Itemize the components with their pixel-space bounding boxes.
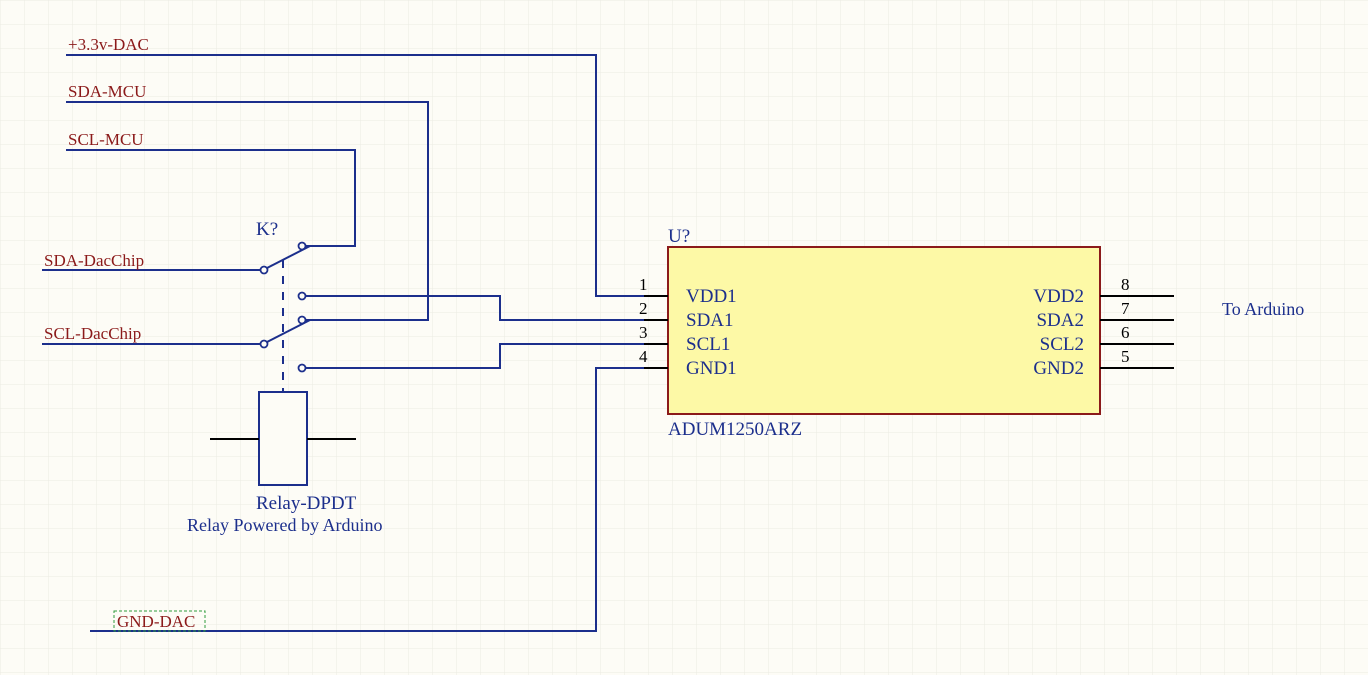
net-label-scl-dacchip[interactable]: SCL-DacChip [44, 324, 141, 343]
net-label-scl-mcu[interactable]: SCL-MCU [68, 130, 144, 149]
wire-vdac[interactable] [66, 54, 644, 297]
isolator-pin-8-number: 8 [1121, 275, 1130, 294]
isolator-pin-7-number: 7 [1121, 299, 1130, 318]
wire-sda-mcu[interactable] [66, 101, 429, 321]
relay-component[interactable]: K? Relay-DPDT Relay Powered by Arduino [187, 219, 382, 535]
relay-name[interactable]: Relay-DPDT [256, 493, 357, 514]
isolator-body[interactable] [667, 246, 1101, 415]
relay-note[interactable]: Relay Powered by Arduino [187, 515, 382, 535]
net-label-sda-mcu[interactable]: SDA-MCU [68, 82, 146, 101]
relay-coil [258, 391, 308, 486]
isolator-pin-7-name: SDA2 [1036, 310, 1084, 331]
wire-relay-scl1[interactable] [304, 343, 644, 369]
isolator-pin-5-number: 5 [1121, 347, 1130, 366]
relay-switch-arm-2 [266, 319, 311, 343]
isolator-pin-3-name: SCL1 [686, 334, 730, 355]
relay-contact-com2 [259, 339, 269, 349]
wires [42, 54, 644, 632]
net-label-sda-dacchip[interactable]: SDA-DacChip [44, 251, 144, 270]
relay-contact-nc2 [297, 363, 307, 373]
wire-scl-mcu[interactable] [66, 149, 356, 247]
wire-relay-sda1[interactable] [304, 295, 644, 321]
isolator-designator[interactable]: U? [668, 226, 690, 247]
net-label-vdac[interactable]: +3.3v-DAC [68, 35, 149, 54]
relay-switch-arm-1 [266, 245, 311, 269]
isolator-pin-6-number: 6 [1121, 323, 1130, 342]
isolator-pin-8-name: VDD2 [1033, 286, 1084, 307]
net-label-gnd-dac[interactable]: GND-DAC [117, 612, 195, 631]
relay-designator[interactable]: K? [256, 219, 278, 240]
net-label-gnd-selection-box [113, 610, 206, 632]
isolator-pin-2-name: SDA1 [686, 310, 734, 331]
isolator-pin-1-number: 1 [639, 275, 648, 294]
relay-contact-nc1 [297, 291, 307, 301]
wire-gnd-dac[interactable] [90, 367, 644, 632]
isolator-pin-4-number: 4 [639, 347, 648, 366]
isolator-pin-3-number: 3 [639, 323, 648, 342]
isolator-right-note[interactable]: To Arduino [1222, 299, 1304, 319]
isolator-part-name[interactable]: ADUM1250ARZ [668, 419, 802, 440]
isolator-pin-1-name: VDD1 [686, 286, 737, 307]
isolator-component[interactable]: U? 1 2 3 4 VDD1 SDA1 SCL1 GND1 8 7 6 5 V… [639, 226, 1304, 440]
isolator-pin-6-name: SCL2 [1040, 334, 1084, 355]
net-labels: +3.3v-DAC SDA-MCU SCL-MCU SDA-DacChip SC… [44, 35, 206, 632]
isolator-pin-2-number: 2 [639, 299, 648, 318]
relay-contact-com1 [259, 265, 269, 275]
isolator-pin-4-name: GND1 [686, 358, 737, 379]
isolator-pin-5-name: GND2 [1033, 358, 1084, 379]
